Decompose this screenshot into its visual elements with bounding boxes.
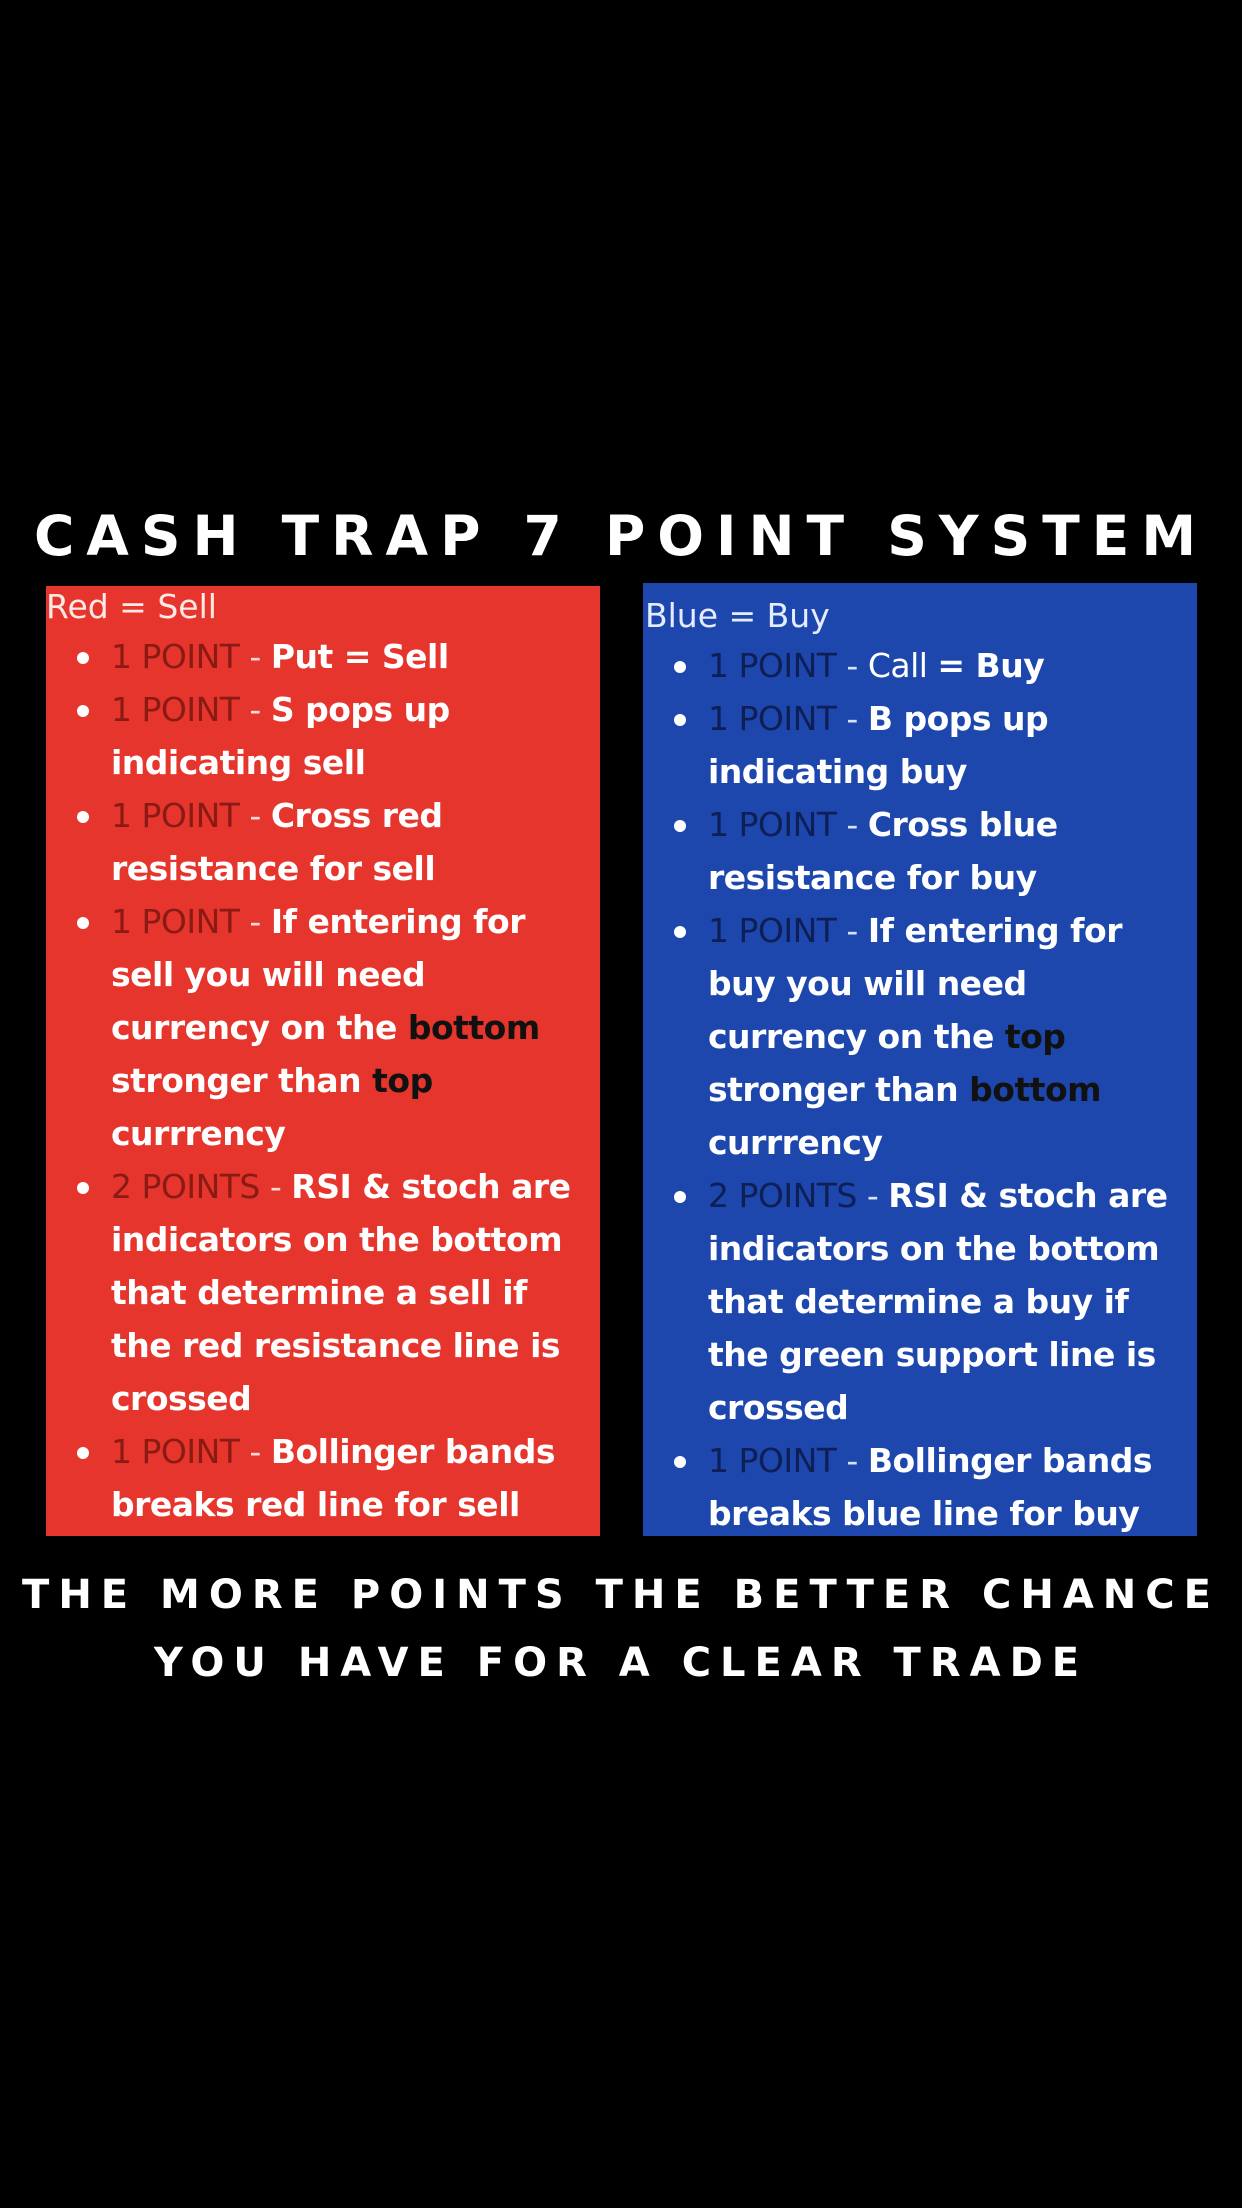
point-separator: - <box>239 796 271 835</box>
point-description: Cross red resistance for sell <box>111 796 443 888</box>
point-value: 1 POINT <box>111 902 240 941</box>
point-item: 2 POINTS - RSI & stoch are indicators on… <box>46 1160 600 1425</box>
bullet-icon <box>77 705 89 717</box>
point-description: currrency <box>708 1123 883 1162</box>
bullet-icon <box>674 1456 686 1468</box>
buy-panel-heading: Blue = Buy <box>645 596 830 635</box>
point-description: bottom <box>969 1070 1102 1109</box>
point-separator: - <box>836 911 868 950</box>
bullet-icon <box>77 811 89 823</box>
point-value: 1 POINT <box>111 637 240 676</box>
point-description: = Buy <box>937 646 1045 685</box>
point-description: If entering for buy you will need curren… <box>708 911 1122 1056</box>
point-item: 1 POINT - B pops up indicating buy <box>643 692 1197 798</box>
bullet-icon <box>674 1191 686 1203</box>
point-separator: - <box>836 699 868 738</box>
point-value: 1 POINT <box>708 699 837 738</box>
point-value: 1 POINT <box>708 646 837 685</box>
point-value: 1 POINT <box>708 911 837 950</box>
bullet-icon <box>674 661 686 673</box>
point-description: top <box>1004 1017 1066 1056</box>
point-description: stronger than <box>708 1070 970 1109</box>
point-description: If entering for sell you will need curre… <box>111 902 525 1047</box>
bullet-icon <box>77 652 89 664</box>
point-description: Put = Sell <box>270 637 449 676</box>
point-description: RSI & stoch are indicators on the bottom… <box>111 1167 571 1418</box>
point-item: 1 POINT - Bollinger bands breaks red lin… <box>46 1425 600 1531</box>
point-separator: - <box>836 805 868 844</box>
footer-tagline: THE MORE POINTS THE BETTER CHANCE YOU HA… <box>0 1561 1242 1697</box>
point-value: 1 POINT <box>708 1441 837 1480</box>
point-separator: - <box>856 1176 889 1215</box>
point-item: 1 POINT - Put = Sell <box>46 630 600 683</box>
point-item: 1 POINT - S pops up indicating sell <box>46 683 600 789</box>
footer-line-2: YOU HAVE FOR A CLEAR TRADE <box>153 1640 1089 1686</box>
bullet-icon <box>674 820 686 832</box>
point-description: Call <box>867 646 938 685</box>
point-description: RSI & stoch are indicators on the bottom… <box>708 1176 1168 1427</box>
point-value: 2 POINTS <box>708 1176 857 1215</box>
point-description: Bollinger bands breaks red line for sell <box>111 1432 556 1524</box>
point-item: 1 POINT - Bollinger bands breaks blue li… <box>643 1434 1197 1536</box>
point-item: 2 POINTS - RSI & stoch are indicators on… <box>643 1169 1197 1434</box>
point-item: 1 POINT - Cross blue resistance for buy <box>643 798 1197 904</box>
point-description: currrency <box>111 1114 286 1153</box>
point-separator: - <box>836 1441 868 1480</box>
point-separator: - <box>259 1167 292 1206</box>
sell-panel-heading: Red = Sell <box>46 587 217 626</box>
bullet-icon <box>674 714 686 726</box>
bullet-icon <box>77 917 89 929</box>
point-item: 1 POINT - If entering for buy you will n… <box>643 904 1197 1169</box>
point-description: B pops up indicating buy <box>708 699 1049 791</box>
bullet-icon <box>674 926 686 938</box>
point-item: 1 POINT - Cross red resistance for sell <box>46 789 600 895</box>
point-value: 1 POINT <box>111 796 240 835</box>
point-separator: - <box>239 637 271 676</box>
point-item: 1 POINT - Call = Buy <box>643 639 1197 692</box>
footer-line-1: THE MORE POINTS THE BETTER CHANCE <box>22 1572 1220 1618</box>
point-item: 1 POINT - If entering for sell you will … <box>46 895 600 1160</box>
point-description: Cross blue resistance for buy <box>708 805 1058 897</box>
point-description: Bollinger bands breaks blue line for buy <box>708 1441 1153 1533</box>
point-value: 2 POINTS <box>111 1167 260 1206</box>
point-separator: - <box>836 646 868 685</box>
point-description: S pops up indicating sell <box>111 690 450 782</box>
point-separator: - <box>239 1432 271 1471</box>
point-separator: - <box>239 902 271 941</box>
point-value: 1 POINT <box>111 690 240 729</box>
bullet-icon <box>77 1182 89 1194</box>
point-description: stronger than <box>111 1061 373 1100</box>
bullet-icon <box>77 1447 89 1459</box>
point-separator: - <box>239 690 271 729</box>
point-value: 1 POINT <box>111 1432 240 1471</box>
point-value: 1 POINT <box>708 805 837 844</box>
point-description: bottom <box>407 1008 540 1047</box>
point-description: top <box>372 1061 433 1100</box>
page-title: CASH TRAP 7 POINT SYSTEM <box>33 504 1209 568</box>
